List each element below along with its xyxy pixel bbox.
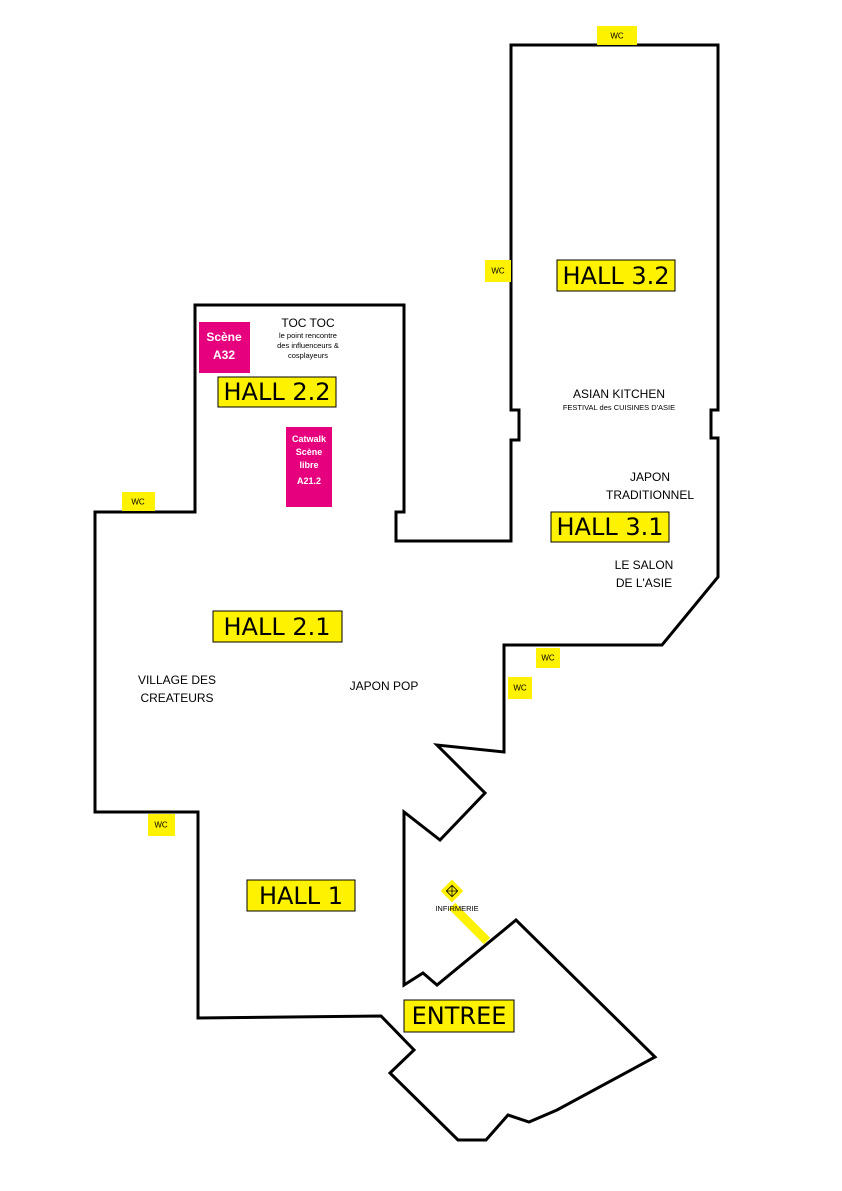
svg-text:HALL 3.1: HALL 3.1 bbox=[556, 513, 663, 541]
wc-top: WC bbox=[597, 26, 637, 45]
wc-hall-2-1-top: WC bbox=[122, 492, 155, 511]
svg-text:LE SALON: LE SALON bbox=[615, 558, 674, 572]
entree-label: ENTREE bbox=[403, 999, 515, 1033]
svg-text:A32: A32 bbox=[213, 348, 235, 362]
wc-hall-3-1-bottom: WC bbox=[536, 648, 560, 668]
svg-text:HALL 2.1: HALL 2.1 bbox=[223, 613, 330, 641]
svg-text:JAPON: JAPON bbox=[630, 470, 670, 484]
svg-text:WC: WC bbox=[610, 32, 624, 41]
svg-text:le point rencontre: le point rencontre bbox=[279, 331, 337, 340]
svg-text:WC: WC bbox=[491, 267, 505, 276]
japon-pop-zone: JAPON POP bbox=[350, 679, 419, 693]
village-createurs-zone: VILLAGE DES CREATEURS bbox=[138, 673, 216, 705]
svg-text:des influenceurs &: des influenceurs & bbox=[277, 341, 339, 350]
svg-text:WC: WC bbox=[513, 684, 527, 693]
toc-toc-zone: TOC TOC le point rencontre des influence… bbox=[277, 316, 339, 360]
svg-text:HALL 3.2: HALL 3.2 bbox=[562, 262, 669, 290]
svg-text:cosplayeurs: cosplayeurs bbox=[288, 351, 328, 360]
hall-3-1-label: HALL 3.1 bbox=[550, 511, 670, 543]
svg-text:WC: WC bbox=[541, 654, 555, 663]
svg-text:HALL 2.2: HALL 2.2 bbox=[223, 378, 330, 406]
hall-3-2-label: HALL 3.2 bbox=[556, 259, 676, 292]
svg-text:ENTREE: ENTREE bbox=[412, 1002, 507, 1030]
svg-text:A21.2: A21.2 bbox=[297, 476, 321, 486]
svg-text:JAPON POP: JAPON POP bbox=[350, 679, 419, 693]
japon-traditionnel-zone: JAPON TRADITIONNEL bbox=[606, 470, 694, 502]
wc-hall-2-1-right: WC bbox=[508, 677, 532, 699]
svg-text:WC: WC bbox=[131, 498, 145, 507]
hall-2-1-label: HALL 2.1 bbox=[212, 610, 343, 643]
scene-a32: Scène A32 bbox=[199, 322, 250, 373]
hall-1-label: HALL 1 bbox=[246, 879, 356, 912]
salon-asie-zone: LE SALON DE L'ASIE bbox=[615, 558, 674, 590]
svg-text:Scène: Scène bbox=[296, 447, 323, 457]
svg-text:CREATEURS: CREATEURS bbox=[140, 691, 213, 705]
svg-text:INFIRMERIE: INFIRMERIE bbox=[435, 904, 478, 913]
wc-hall-1-top: WC bbox=[148, 814, 175, 836]
medical-cross-diamond-icon bbox=[440, 879, 464, 903]
hall-2-2-label: HALL 2.2 bbox=[217, 376, 337, 408]
svg-text:Catwalk: Catwalk bbox=[292, 434, 327, 444]
svg-text:TOC TOC: TOC TOC bbox=[281, 316, 335, 330]
svg-text:VILLAGE DES: VILLAGE DES bbox=[138, 673, 216, 687]
svg-text:FESTIVAL des CUISINES D'ASIE: FESTIVAL des CUISINES D'ASIE bbox=[563, 403, 675, 412]
svg-text:ASIAN KITCHEN: ASIAN KITCHEN bbox=[573, 387, 665, 401]
catwalk-scene-libre: Catwalk Scène libre A21.2 bbox=[286, 427, 332, 507]
svg-text:TRADITIONNEL: TRADITIONNEL bbox=[606, 488, 694, 502]
svg-text:WC: WC bbox=[154, 821, 168, 830]
hall-3-2-outline bbox=[93, 43, 720, 1142]
infirmerie-marker: INFIRMERIE bbox=[435, 879, 491, 945]
svg-text:HALL 1: HALL 1 bbox=[259, 882, 343, 910]
wc-hall-3-2-left: WC bbox=[485, 260, 511, 282]
svg-text:DE L'ASIE: DE L'ASIE bbox=[616, 576, 672, 590]
svg-text:Scène: Scène bbox=[206, 330, 242, 344]
svg-text:libre: libre bbox=[299, 460, 318, 470]
asian-kitchen-zone: ASIAN KITCHEN FESTIVAL des CUISINES D'AS… bbox=[563, 387, 675, 412]
